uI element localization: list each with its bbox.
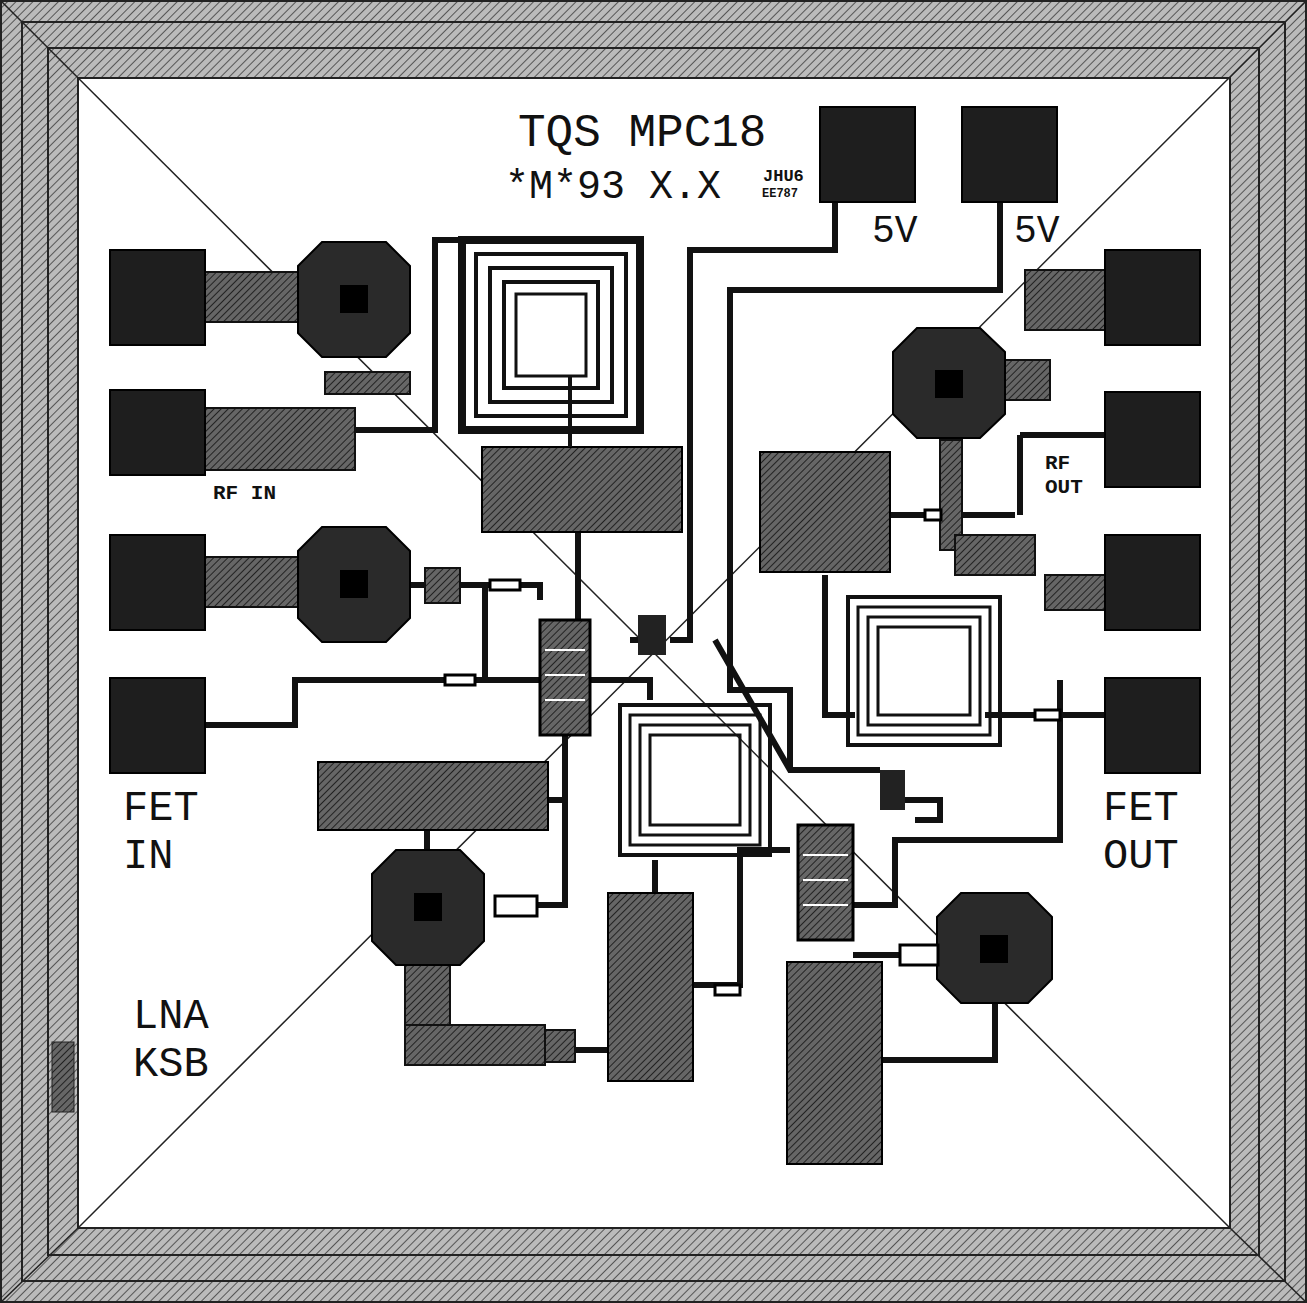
bond-pads	[110, 107, 1200, 773]
port-label: FET OUT	[1103, 785, 1213, 882]
resistors	[445, 510, 1060, 995]
chip-title: TQS MPC18	[518, 108, 818, 161]
date-code: *M*93 X.X	[505, 165, 765, 211]
circuit-label: LNA KSB	[133, 993, 243, 1090]
supply-label: 5V	[872, 210, 962, 254]
course-code: EE787	[762, 188, 822, 202]
supply-label: 5V	[1014, 210, 1104, 254]
port-label: RF IN	[213, 482, 323, 506]
via-pads	[298, 242, 1052, 1003]
inductors	[462, 240, 1000, 855]
designer-code: JHU6	[763, 167, 823, 187]
port-label: FET IN	[123, 785, 243, 882]
capacitors	[318, 447, 890, 1164]
port-label: RF OUT	[1045, 452, 1100, 500]
transistors	[540, 615, 905, 940]
